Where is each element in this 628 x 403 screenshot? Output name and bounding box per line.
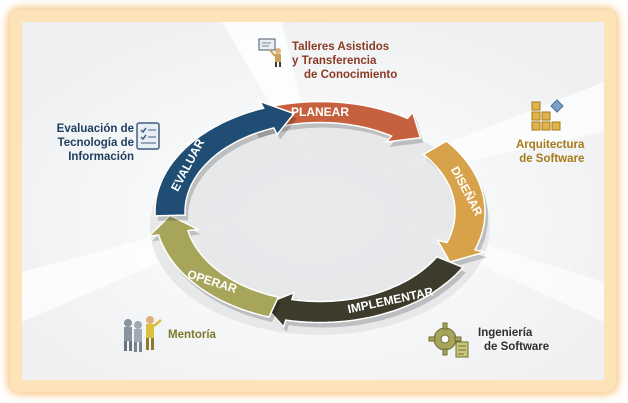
arc-operar: [146, 214, 280, 318]
people-icon: [118, 314, 162, 354]
stage-label-planear: PLANEAR: [291, 105, 349, 119]
gear-icon: [428, 320, 470, 360]
presenter-icon: [258, 38, 284, 68]
talleres-label: Talleres Asistidos y Transferencia de Co…: [292, 41, 398, 81]
arc-implementar: [262, 255, 465, 329]
arc-shadow-evaluar: [158, 106, 297, 221]
arc-disenar: [422, 140, 488, 263]
arquitectura-label: Arquitectura de Software: [516, 139, 585, 165]
mentoria-label: Mentoría: [168, 329, 216, 341]
evaluacion-label: Evaluación de Tecnología de Información: [56, 123, 134, 163]
arc-evaluar: [154, 100, 296, 217]
blocks-icon: [530, 98, 566, 134]
checklist-icon: [134, 120, 162, 152]
ingenieria-label: Ingeniería de Software: [478, 327, 550, 353]
